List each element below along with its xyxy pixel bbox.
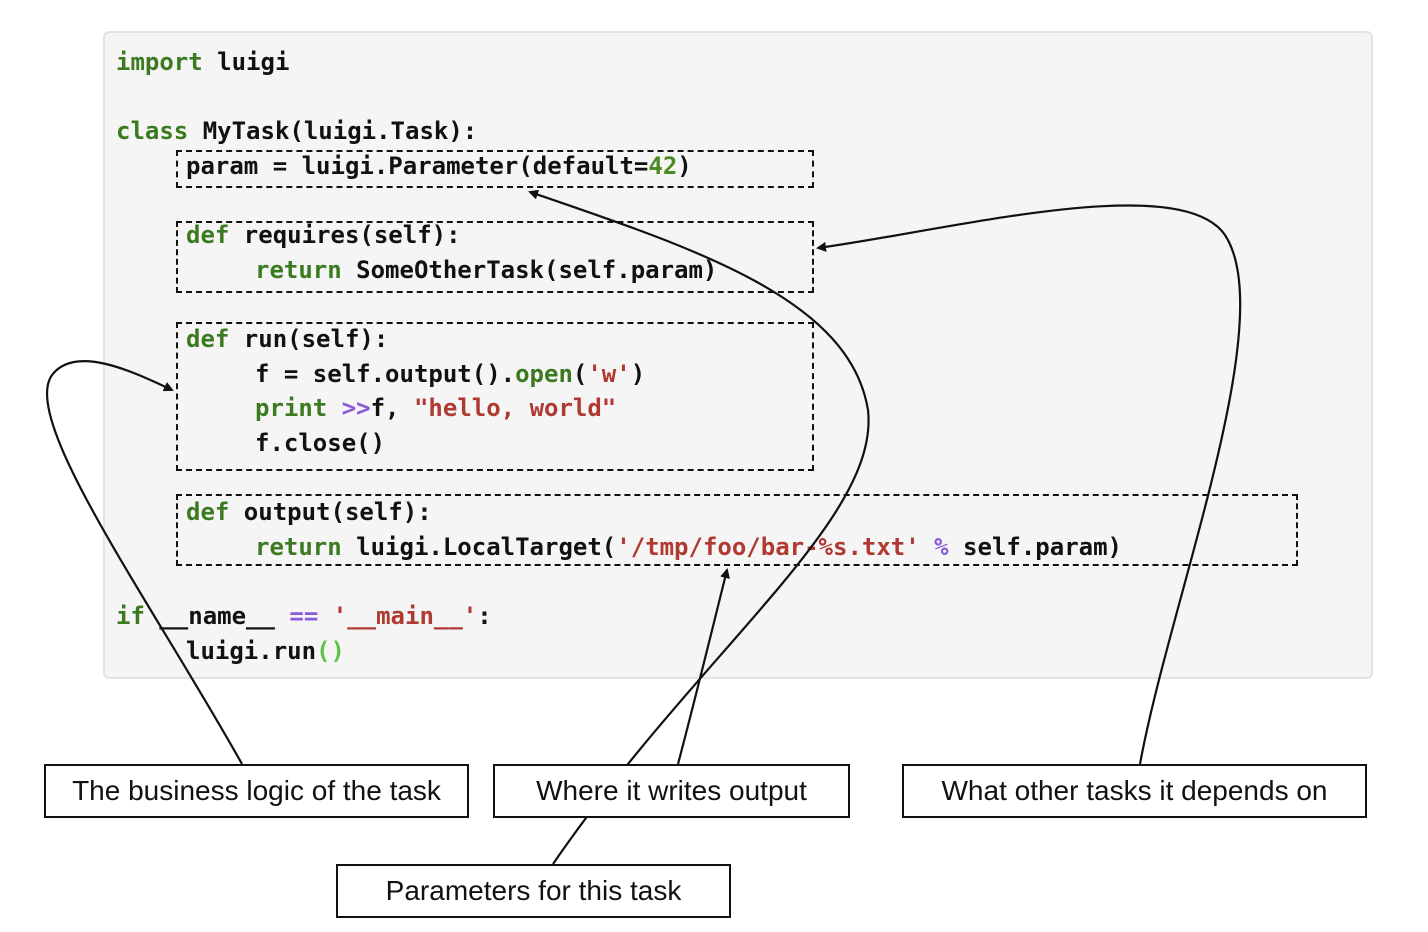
param-box [176, 150, 814, 188]
label-depends-on: What other tasks it depends on [902, 764, 1367, 818]
operator: >> [327, 394, 371, 422]
keyword: class [116, 117, 189, 145]
call-parens: () [316, 637, 345, 665]
string-literal: "hello, world" [413, 394, 617, 422]
code-line-def-run: def run(self): [186, 322, 388, 356]
run-box [176, 322, 814, 471]
keyword: def [186, 325, 230, 353]
code-text: luigi.run [186, 637, 317, 665]
label-writes-output: Where it writes output [493, 764, 850, 818]
code-line-luigi-run: luigi.run() [186, 634, 345, 668]
keyword: def [186, 498, 230, 526]
code-panel [103, 31, 1373, 679]
keyword: return [255, 533, 342, 561]
number-literal: 42 [648, 152, 678, 180]
code-line-return-output: return luigi.LocalTarget('/tmp/foo/bar-%… [255, 530, 1122, 564]
arrow-depends-on [816, 204, 1242, 765]
code-line-def-requires: def requires(self): [186, 218, 461, 252]
code-text: f.close() [255, 429, 386, 457]
output-box [176, 494, 1298, 566]
code-text: luigi [202, 48, 290, 76]
code-line-def-output: def output(self): [186, 495, 432, 529]
code-line-close: f.close() [255, 426, 385, 460]
requires-box [176, 221, 814, 293]
code-text: f, [370, 394, 414, 422]
arrow-business-logic [46, 360, 243, 765]
code-line-if-main: if __name__ == '__main__': [116, 599, 492, 633]
arrow-parameters [528, 189, 870, 865]
code-text: requires(self): [229, 221, 461, 249]
code-text: SomeOtherTask(self.param) [341, 256, 718, 284]
string-literal: '/tmp/foo/bar-%s.txt' [616, 533, 920, 561]
keyword: def [186, 221, 230, 249]
code-line-open: f = self.output().open('w') [255, 357, 645, 391]
keyword: if [116, 602, 145, 630]
code-text: ) [677, 152, 692, 180]
builtin: open [515, 360, 573, 388]
label-parameters: Parameters for this task [336, 864, 731, 918]
code-text: run(self): [229, 325, 389, 353]
keyword: print [255, 394, 328, 422]
code-line-class: class MyTask(luigi.Task): [116, 114, 477, 148]
code-text: ) [630, 360, 646, 388]
string-literal: 'w' [587, 360, 631, 388]
code-line-print: print >>f, "hello, world" [255, 391, 616, 425]
code-text: output(self): [229, 498, 432, 526]
string-literal: '__main__' [318, 602, 478, 630]
code-text: param = luigi.Parameter(default= [186, 152, 649, 180]
label-business-logic: The business logic of the task [44, 764, 469, 818]
code-text: f = self.output(). [255, 360, 516, 388]
code-text: ( [572, 360, 588, 388]
code-line-return-requires: return SomeOtherTask(self.param) [255, 253, 717, 287]
arrow-writes-output [676, 568, 730, 765]
code-text: luigi.LocalTarget( [341, 533, 617, 561]
keyword: import [116, 48, 203, 76]
code-text: : [477, 602, 492, 630]
keyword: return [255, 256, 342, 284]
code-text: MyTask(luigi.Task): [188, 117, 478, 145]
code-line-import: import luigi [116, 45, 289, 79]
operator: == [289, 602, 319, 630]
code-text: self.param) [948, 533, 1122, 561]
code-text: __name__ [144, 602, 290, 630]
operator: % [919, 533, 949, 561]
code-line-param: param = luigi.Parameter(default=42) [186, 149, 692, 183]
